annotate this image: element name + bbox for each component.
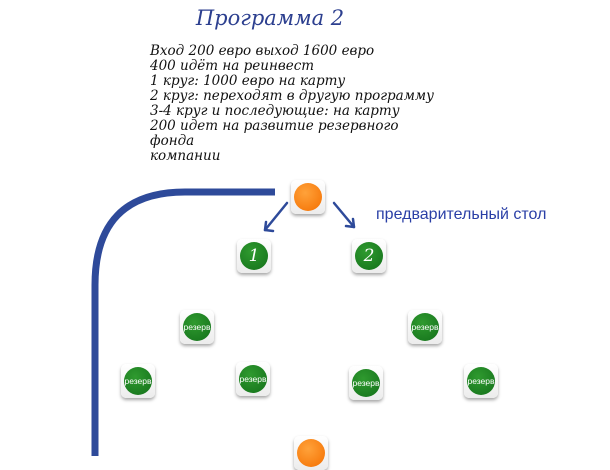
description-line: компании: [150, 148, 221, 164]
table-label: предварительный стол: [376, 206, 547, 223]
flow-curve: [91, 188, 275, 456]
connector-lines: [91, 188, 356, 456]
reserve-label: резерв: [183, 313, 211, 341]
arrow-right: [332, 201, 356, 229]
reserve-node: резерв: [121, 364, 155, 398]
reserve-label: резерв: [352, 369, 380, 397]
program-description: Вход 200 евро выход 1600 евро 400 идёт н…: [150, 44, 440, 164]
orange-circle: [294, 183, 322, 211]
reserve-label: резерв: [124, 367, 152, 395]
reserve-node: резерв: [408, 310, 442, 344]
reserve-node: резерв: [180, 310, 214, 344]
reserve-node: резерв: [349, 366, 383, 400]
bottom-node: [294, 436, 328, 470]
description-line: 3-4 круг и последующие: на карту: [150, 103, 400, 119]
node-1: 1: [237, 239, 271, 273]
description-line: 200 идет на развитие резервного фонда: [150, 118, 399, 149]
node-2-label: 2: [355, 242, 383, 270]
reserve-label: резерв: [467, 367, 495, 395]
orange-circle: [297, 439, 325, 467]
page-title: Программа 2: [195, 6, 345, 30]
reserve-node: резерв: [236, 362, 270, 396]
description-line: Вход 200 евро выход 1600 евро: [150, 43, 375, 59]
node-1-label: 1: [240, 242, 268, 270]
description-line: 1 круг: 1000 евро на карту: [150, 73, 346, 89]
reserve-label: резерв: [239, 365, 267, 393]
top-node: [291, 180, 325, 214]
reserve-label: резерв: [411, 313, 439, 341]
description-line: 400 идёт на реинвест: [150, 58, 315, 74]
reserve-node: резерв: [464, 364, 498, 398]
node-2: 2: [352, 239, 386, 273]
arrow-left: [263, 201, 289, 233]
description-line: 2 круг: переходят в другую программу: [150, 88, 434, 104]
